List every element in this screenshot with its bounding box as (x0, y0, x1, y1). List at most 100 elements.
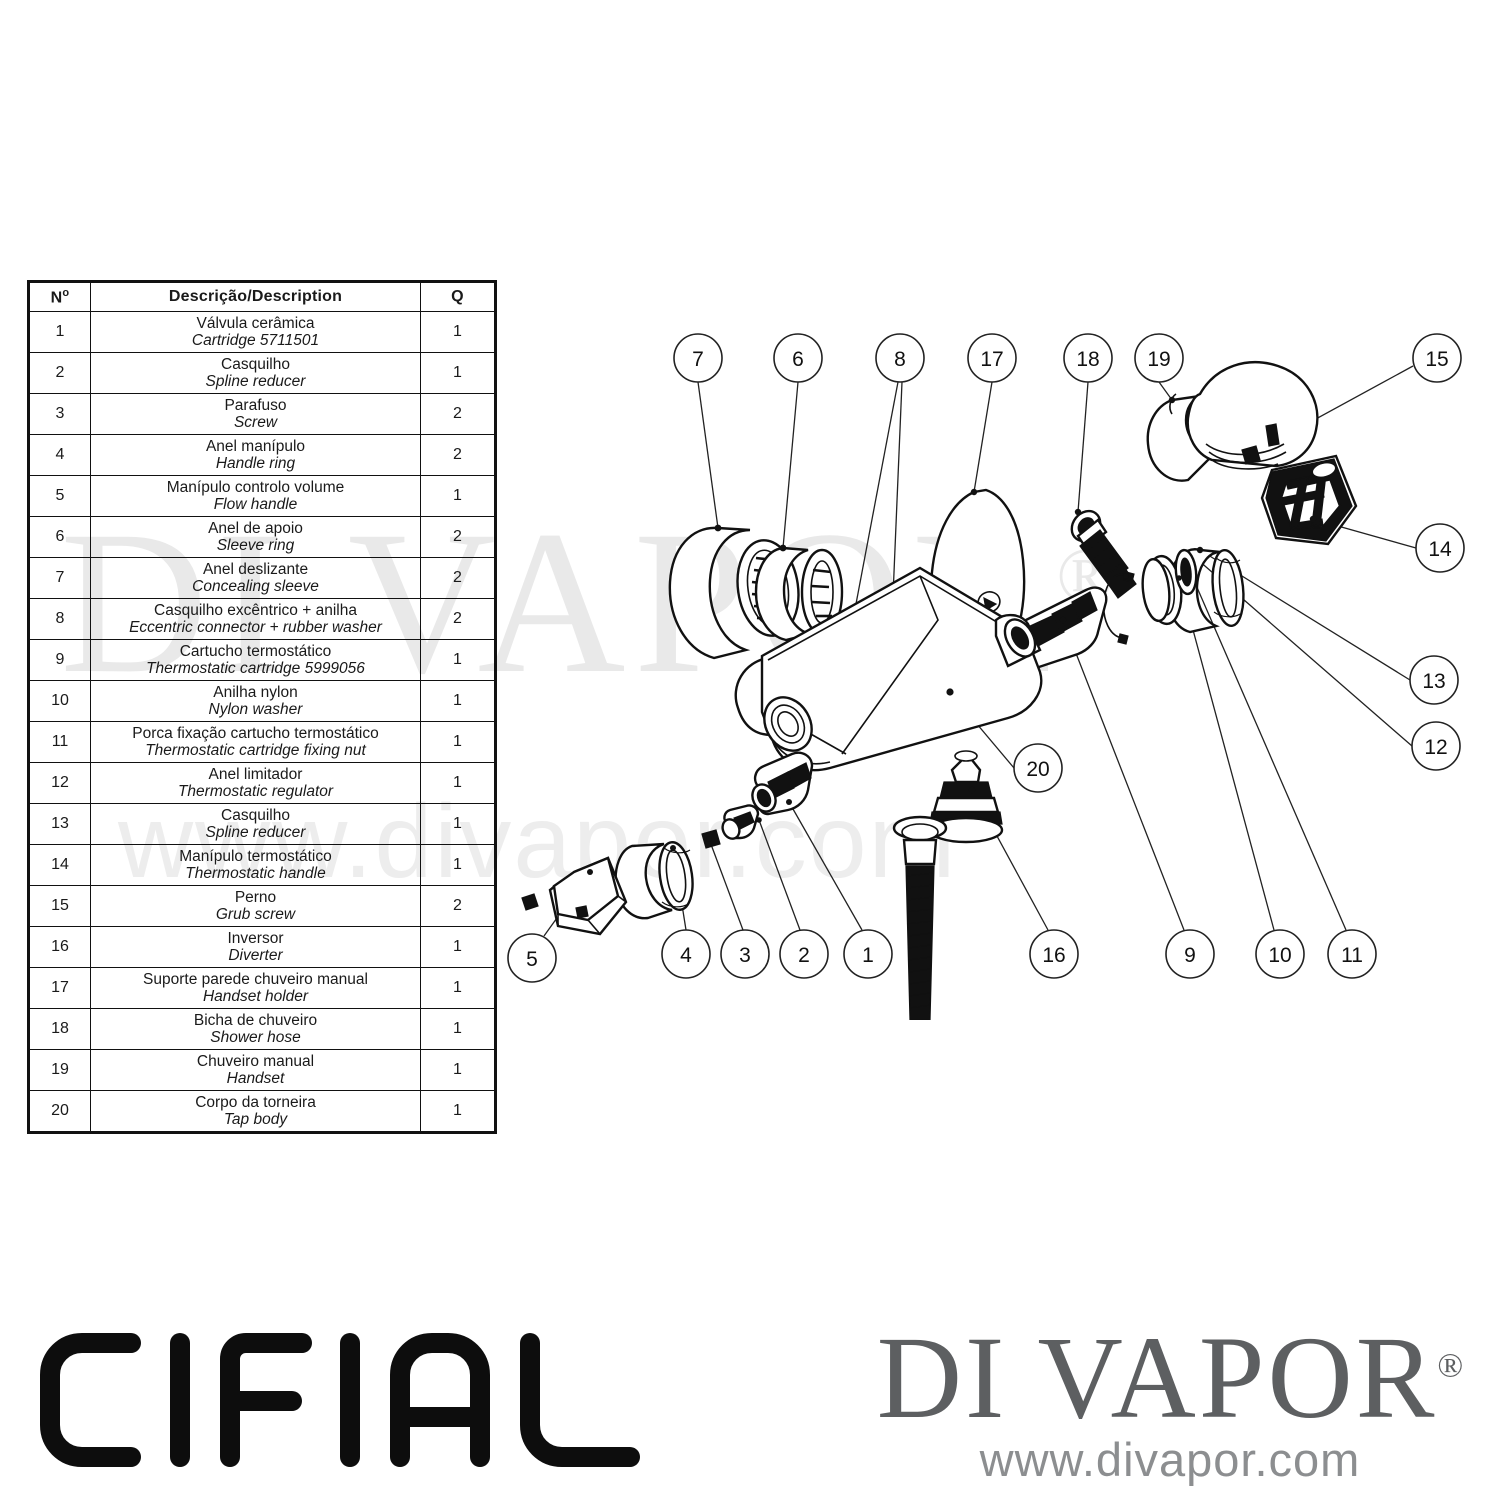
description-portuguese: Inversor (227, 929, 284, 947)
callout-3: 3 (720, 929, 770, 979)
part-quantity-cell: 2 (420, 434, 496, 476)
description-portuguese: Parafuso (224, 396, 287, 414)
part-number-cell: 17 (28, 967, 91, 1009)
description-portuguese: Perno (234, 888, 277, 906)
description-english: Shower hose (210, 1029, 301, 1046)
svg-text:4: 4 (680, 944, 692, 967)
part-quantity-cell: 1 (420, 926, 496, 968)
description-portuguese: Suporte parede chuveiro manual (143, 970, 368, 988)
description-portuguese: Porca fixação cartucho termostático (132, 724, 379, 742)
part-quantity-cell: 1 (420, 844, 496, 886)
callout-17: 17 (967, 333, 1017, 383)
part-quantity-cell: 2 (420, 598, 496, 640)
callout-11: 11 (1327, 929, 1377, 979)
part-number-cell: 10 (28, 680, 91, 722)
callout-14: 14 (1415, 523, 1465, 573)
part-quantity-cell: 1 (420, 967, 496, 1009)
part-15-grub-screw-bottom (521, 893, 539, 911)
callout-2: 2 (779, 929, 829, 979)
column-header-description: Descrição/Description (90, 281, 421, 312)
svg-text:16: 16 (1042, 944, 1065, 967)
callout-9: 9 (1165, 929, 1215, 979)
part-quantity-cell: 1 (420, 803, 496, 845)
description-portuguese: Anel limitador (208, 765, 303, 783)
part-quantity-cell: 1 (420, 352, 496, 394)
ordinal-marker: o (62, 286, 70, 299)
svg-text:8: 8 (894, 348, 906, 371)
description-english: Thermostatic cartridge fixing nut (145, 742, 366, 759)
svg-text:10: 10 (1268, 944, 1291, 967)
part-quantity-cell: 2 (420, 557, 496, 599)
description-portuguese: Manípulo termostático (179, 847, 332, 865)
description-english: Grub screw (215, 906, 296, 923)
svg-text:2: 2 (798, 944, 810, 967)
svg-text:15: 15 (1425, 348, 1448, 371)
svg-text:6: 6 (792, 348, 804, 371)
part-number-cell: 15 (28, 885, 91, 927)
svg-text:3: 3 (739, 944, 751, 967)
part-number-cell: 18 (28, 1008, 91, 1050)
svg-text:14: 14 (1428, 538, 1452, 561)
callout-1: 1 (843, 929, 893, 979)
description-portuguese: Casquilho (221, 355, 290, 373)
part-19-handset (1146, 361, 1319, 482)
description-english: Cartridge 5711501 (191, 332, 320, 349)
svg-text:1: 1 (862, 944, 874, 967)
part-20-tap-body (734, 566, 1043, 772)
svg-text:20: 20 (1026, 758, 1049, 781)
description-portuguese: Válvula cerâmica (196, 314, 315, 332)
part-1-ceramic-cartridge (751, 751, 814, 816)
callout-12: 12 (1411, 721, 1461, 771)
callout-10: 10 (1255, 929, 1305, 979)
part-quantity-cell: 2 (420, 393, 496, 435)
description-english: Spline reducer (205, 824, 306, 841)
callout-7: 7 (673, 333, 723, 383)
part-quantity-cell: 1 (420, 721, 496, 763)
callout-18: 18 (1063, 333, 1113, 383)
description-portuguese: Anel de apoio (208, 519, 303, 537)
callout-13: 13 (1409, 655, 1459, 705)
callout-8: 8 (875, 333, 925, 383)
part-18-shower-hose-connector (1070, 508, 1137, 599)
part-number-cell: 1 (28, 311, 91, 353)
part-4-handle-ring (614, 841, 694, 920)
column-header-number: No (28, 281, 91, 312)
registered-trademark-icon: ® (1437, 1347, 1464, 1385)
description-english: Thermostatic handle (185, 865, 326, 882)
part-2-spline-reducer (721, 804, 762, 840)
description-english: Handset holder (202, 988, 309, 1005)
part-number-cell: 20 (28, 1090, 91, 1133)
description-english: Sleeve ring (216, 537, 295, 554)
part-quantity-cell: 2 (420, 885, 496, 927)
part-quantity-cell: 1 (420, 639, 496, 681)
callout-6: 6 (773, 333, 823, 383)
description-portuguese: Corpo da torneira (195, 1093, 316, 1111)
callout-20: 20 (1013, 743, 1063, 793)
part-number-cell: 4 (28, 434, 91, 476)
part-number-cell: 7 (28, 557, 91, 599)
